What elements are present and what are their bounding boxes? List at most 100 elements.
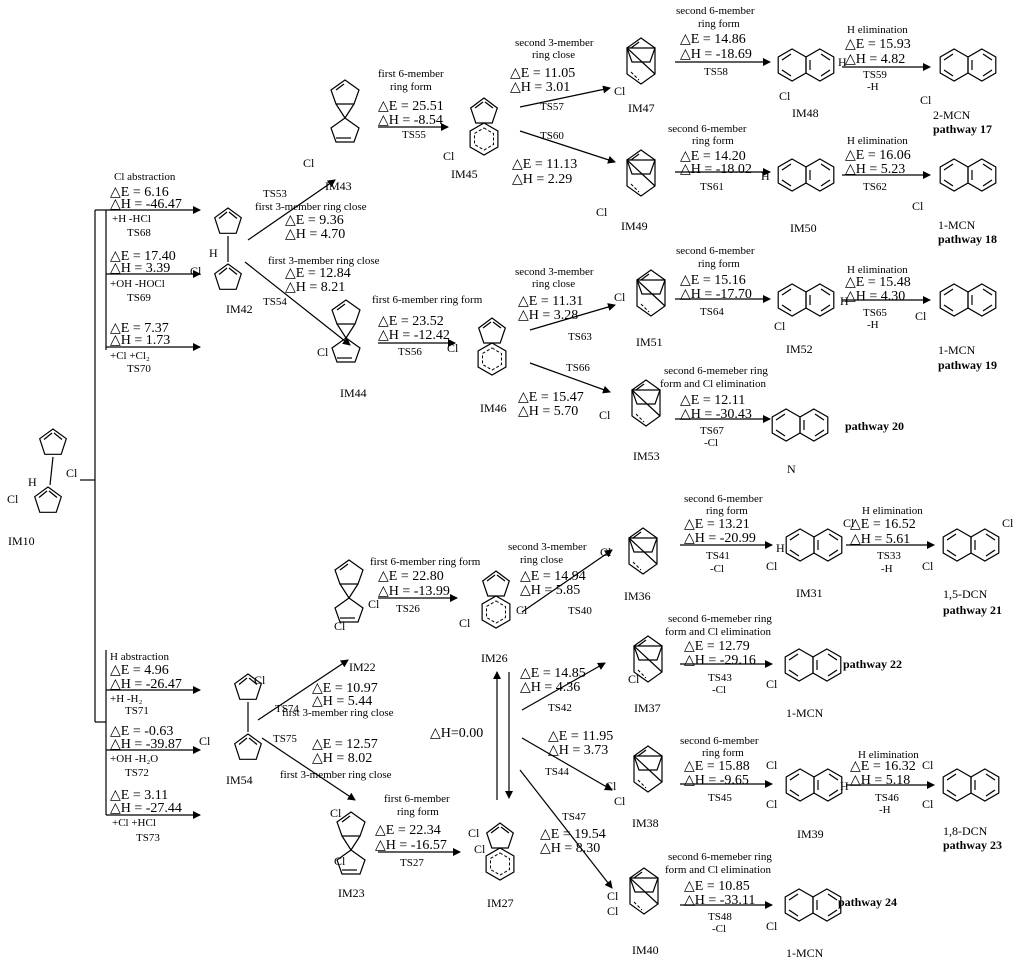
ts57-head2: ring close <box>532 49 575 61</box>
ts45-h: △H = -9.65 <box>684 773 749 788</box>
molecule-IM22 <box>334 559 364 623</box>
ts64-head1: second 6-member <box>676 245 755 257</box>
atom-cl: Cl <box>334 854 346 868</box>
ts64-h: △H = -17.70 <box>680 287 752 302</box>
ts60-e: △E = 11.13 <box>512 157 577 172</box>
step-annotations: Cl abstraction △E = 6.16 △H = -46.47 +H … <box>110 5 923 935</box>
atom-cl: Cl <box>922 797 934 811</box>
label-IM39: IM39 <box>797 827 824 841</box>
ts68-label: TS68 <box>127 227 151 239</box>
ts69-e: △E = 17.40 <box>110 249 176 264</box>
label-IM42: IM42 <box>226 302 253 316</box>
ts72-label: TS72 <box>125 767 149 779</box>
ts73-label: TS73 <box>136 832 160 844</box>
ts53-label: TS53 <box>263 188 287 200</box>
ts46-label: TS46 <box>875 792 899 804</box>
ts63-h: △H = 3.28 <box>518 308 578 323</box>
ts41-h: △H = -20.99 <box>684 531 756 546</box>
ts65-label: TS65 <box>863 307 887 319</box>
label-IM37: IM37 <box>634 701 661 715</box>
ts33-sub: -H <box>881 563 893 575</box>
atom-cl: Cl <box>443 149 455 163</box>
molecule-IM50 <box>777 158 835 192</box>
ts61-head2: ring form <box>692 135 734 147</box>
ts69-h: △H = 3.39 <box>110 261 170 276</box>
atom-cl: Cl <box>912 199 924 213</box>
ts56-label: TS56 <box>398 346 422 358</box>
ts64-e: △E = 15.16 <box>680 273 746 288</box>
ts46-h: △H = 5.18 <box>850 773 910 788</box>
ts41-head1: second 6-member <box>684 493 763 505</box>
atom-cl: Cl <box>915 309 927 323</box>
ts61-e: △E = 14.20 <box>680 149 746 164</box>
label-IM48: IM48 <box>792 106 819 120</box>
atom-cl: Cl <box>600 545 612 559</box>
atom-h: H <box>840 779 849 793</box>
ts63-head1: second 3-member <box>515 266 594 278</box>
ts61-head1: second 6-member <box>668 123 747 135</box>
atom-cl: Cl <box>317 345 329 359</box>
ts67-e: △E = 12.11 <box>680 393 745 408</box>
ts54-head: first 3-member ring close <box>268 255 380 267</box>
molecule-IM49 <box>626 149 656 197</box>
label-IM36: IM36 <box>624 589 651 603</box>
ts73-h: △H = -27.44 <box>110 801 182 816</box>
ts48-label: TS48 <box>708 911 732 923</box>
molecule-IM27 <box>485 822 515 881</box>
ts27-label: TS27 <box>400 857 424 869</box>
ts48-e: △E = 10.85 <box>684 879 750 894</box>
molecule-p21 <box>942 528 1000 562</box>
ts41-label: TS41 <box>706 550 730 562</box>
ts66-label: TS66 <box>566 362 590 374</box>
pathway-24: pathway 24 <box>838 895 897 909</box>
ts73-e: △E = 3.11 <box>110 788 168 803</box>
ts43-h: △H = -29.16 <box>684 653 756 668</box>
label-IM52: IM52 <box>786 342 813 356</box>
molecule-IM53 <box>631 379 661 427</box>
ts59-sub: -H <box>867 81 879 93</box>
molecule-IM39 <box>785 768 843 802</box>
molecule-IM31 <box>785 528 843 562</box>
atom-cl: Cl <box>1002 516 1014 530</box>
atom-h: H <box>838 55 847 69</box>
ts26-head: first 6-member ring form <box>370 556 481 568</box>
ts55-label: TS55 <box>402 129 426 141</box>
label-IM40: IM40 <box>632 943 659 957</box>
molecule-IM45 <box>469 97 499 156</box>
ts58-label: TS58 <box>704 66 728 78</box>
molecule-IM43 <box>330 79 360 143</box>
ts55-h: △H = -8.54 <box>378 113 443 128</box>
ts45-head1: second 6-member <box>680 735 759 747</box>
atom-cl: Cl <box>474 842 486 856</box>
label-IM31: IM31 <box>796 586 823 600</box>
ts68-e: △E = 6.16 <box>110 185 169 200</box>
ts58-head1: second 6-member <box>676 5 755 17</box>
ts59-label: TS59 <box>863 69 887 81</box>
ts63-head2: ring close <box>532 278 575 290</box>
atom-cl: Cl <box>922 758 934 772</box>
ts69-sub: +OH -HOCl <box>110 278 165 290</box>
ts68-h: △H = -46.47 <box>110 197 182 212</box>
ts74-head: first 3-member ring close <box>282 707 394 719</box>
ts45-head2: ring form <box>702 747 744 759</box>
ts60-label: TS60 <box>540 130 564 142</box>
pathway-20: pathway 20 <box>845 419 904 433</box>
product-p21: 1,5-DCN <box>943 587 988 601</box>
ts57-h: △H = 3.01 <box>510 80 570 95</box>
pathway-22: pathway 22 <box>843 657 902 671</box>
ts40-e: △E = 14.94 <box>520 569 586 584</box>
ts56-head: first 6-member ring form <box>372 294 483 306</box>
ts67-h: △H = -30.43 <box>680 407 752 422</box>
ts53-h: △H = 4.70 <box>285 227 345 242</box>
atom-cl: Cl <box>599 408 611 422</box>
ts26-h: △H = -13.99 <box>378 584 450 599</box>
ts55-head2: ring form <box>390 81 432 93</box>
ts55-head1: first 6-member <box>378 68 444 80</box>
ts63-e: △E = 11.31 <box>518 294 583 309</box>
molecule-IM52 <box>777 283 835 317</box>
atom-cl: Cl <box>596 205 608 219</box>
pathway-18: pathway 18 <box>938 232 997 246</box>
ts40-label: TS40 <box>568 605 592 617</box>
atom-cl: Cl <box>303 156 315 170</box>
